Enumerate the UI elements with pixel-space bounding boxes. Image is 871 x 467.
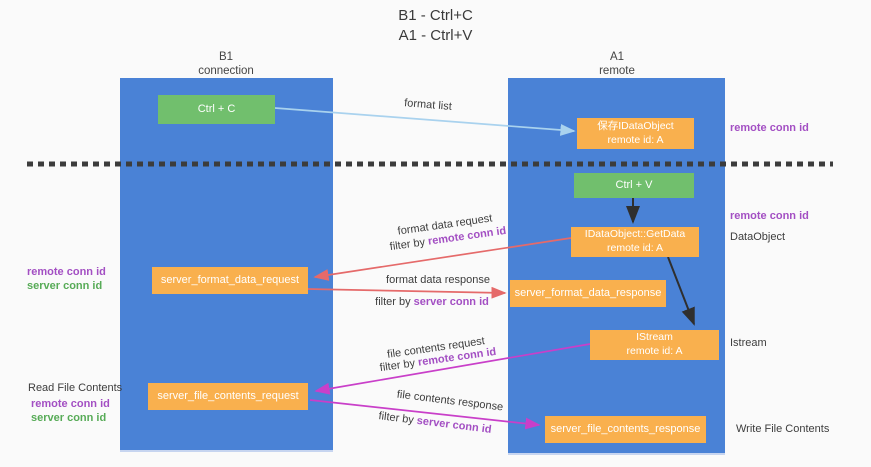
node-istream-line2: remote id: A bbox=[626, 345, 683, 357]
node-server-file-contents-request: server_file_contents_request bbox=[148, 383, 308, 410]
node-server-file-contents-response: server_file_contents_response bbox=[545, 416, 706, 443]
node-server-file-contents-response-label: server_file_contents_response bbox=[550, 423, 701, 436]
node-ctrl-v: Ctrl + V bbox=[574, 173, 694, 198]
node-idataobject-getdata-line2: remote id: A bbox=[606, 242, 664, 254]
annotation-conn-ids-left-top: remote conn id server conn id bbox=[27, 265, 106, 293]
annotation-remote-conn-id-left-bottom: remote conn id bbox=[31, 398, 110, 410]
annotation-istream: Istream bbox=[730, 337, 767, 349]
lifeline-left-header: B1 connection bbox=[160, 50, 292, 79]
filter-by-text: filter by bbox=[375, 296, 414, 308]
title-line-2: A1 - Ctrl+V bbox=[398, 26, 473, 44]
edge-label-format-list: format list bbox=[403, 97, 453, 113]
lifeline-left-role: connection bbox=[198, 65, 254, 78]
filter-by-text: filter by bbox=[379, 356, 419, 375]
annotation-remote-conn-id-top-right: remote conn id bbox=[730, 122, 809, 134]
lifeline-right-name: A1 bbox=[609, 51, 625, 63]
node-server-file-contents-request-label: server_file_contents_request bbox=[157, 390, 299, 403]
annotation-server-conn-id-left-top: server conn id bbox=[27, 280, 103, 292]
annotation-write-file-contents: Write File Contents bbox=[736, 423, 830, 435]
node-ctrl-c: Ctrl + C bbox=[158, 95, 275, 124]
annotation-remote-conn-id-left-top: remote conn id bbox=[27, 266, 106, 278]
annotation-read-file-contents: Read File Contents bbox=[28, 382, 123, 394]
edge-label-filter-server-1: filter by server conn id bbox=[375, 296, 489, 308]
node-istream: IStream remote id: A bbox=[590, 330, 719, 360]
filter-by-text: filter by bbox=[377, 410, 418, 427]
node-save-idataobject-line2: remote id: A bbox=[607, 133, 664, 146]
node-save-idataobject: 保存IDataObject remote id: A bbox=[577, 118, 694, 149]
node-ctrl-v-label: Ctrl + V bbox=[615, 179, 653, 192]
server-conn-id-text: server conn id bbox=[413, 296, 489, 308]
annotation-server-conn-id-left-bottom: server conn id bbox=[31, 412, 107, 424]
server-conn-id-text: server conn id bbox=[416, 414, 493, 436]
filter-by-text: filter by bbox=[389, 235, 429, 254]
annotation-dataobject: DataObject bbox=[730, 231, 786, 243]
lifeline-left-name: B1 bbox=[218, 51, 234, 63]
node-istream-line1: IStream bbox=[636, 331, 673, 344]
node-ctrl-c-label: Ctrl + C bbox=[197, 103, 236, 116]
lifeline-right-role: remote bbox=[599, 65, 635, 78]
node-save-idataobject-line1: 保存IDataObject bbox=[597, 119, 674, 132]
node-server-format-data-response-label: server_format_data_response bbox=[514, 287, 662, 300]
lifeline-right-header: A1 remote bbox=[550, 50, 684, 79]
title-line-1: B1 - Ctrl+C bbox=[398, 7, 473, 24]
format-data-response-arrow bbox=[307, 286, 507, 299]
node-server-format-data-request-label: server_format_data_request bbox=[160, 274, 300, 287]
node-server-format-data-response: server_format_data_response bbox=[510, 280, 666, 307]
node-idataobject-getdata-line1: IDataObject::GetData bbox=[584, 228, 686, 241]
annotation-conn-ids-left-bottom: remote conn id server conn id bbox=[31, 397, 110, 425]
edge-label-file-contents-response: file contents response bbox=[396, 388, 504, 414]
diagram-title: B1 - Ctrl+C A1 - Ctrl+V bbox=[0, 6, 871, 45]
edge-label-format-data-response: format data response bbox=[386, 274, 490, 286]
node-idataobject-getdata: IDataObject::GetData remote id: A bbox=[571, 227, 699, 257]
annotation-remote-conn-id-right: remote conn id bbox=[730, 210, 809, 222]
node-server-format-data-request: server_format_data_request bbox=[152, 267, 308, 294]
edge-label-filter-server-2: filter by server conn id bbox=[378, 410, 492, 436]
